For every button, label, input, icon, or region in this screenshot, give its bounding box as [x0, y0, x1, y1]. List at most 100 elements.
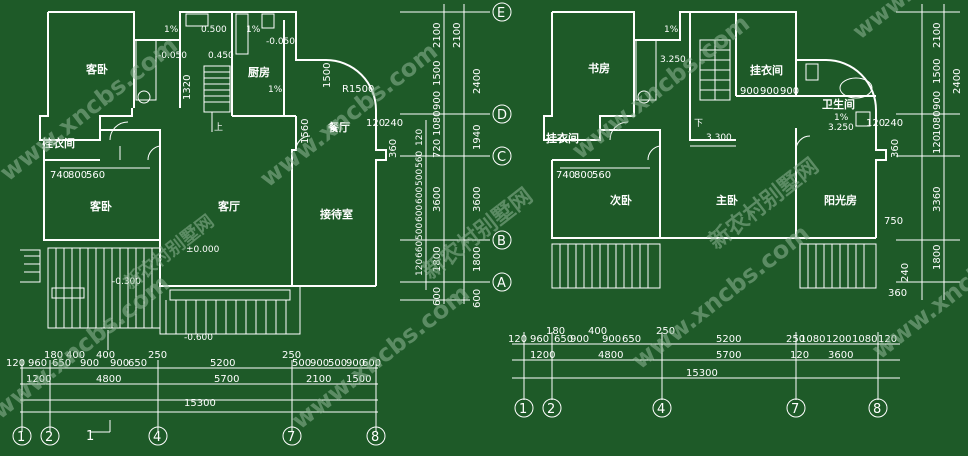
plan-left-thin-lines	[20, 13, 378, 433]
rdim-row1-14: 120	[878, 334, 897, 345]
vdim-3600: 3600	[472, 187, 483, 212]
rdim-row1-0: 120	[508, 334, 527, 345]
dim-row1-15: 900	[346, 358, 365, 369]
room-master-bed: 主卧	[716, 193, 738, 207]
plan-right-labels: 书房 挂衣间 卫生间 挂衣间 次卧 主卧 阳光房 3.250 3.300 3.2…	[508, 23, 963, 417]
rvdim-1500: 1500	[932, 59, 943, 84]
rdim-row1-13: 1080	[852, 334, 877, 345]
vdim-2400: 2400	[472, 69, 483, 94]
rdim-120: 120	[790, 350, 809, 361]
plan-left-axis-bubbles	[12, 426, 386, 446]
axis-left-7: 7	[287, 430, 295, 445]
room-bath: 卫生间	[822, 97, 855, 111]
dim-row1-0: 120	[6, 358, 25, 369]
rdim-row1-10: 250	[786, 334, 805, 345]
dim-1320: 1320	[182, 75, 193, 100]
room-reception: 接待室	[320, 207, 353, 221]
axis-left-1: 1	[17, 430, 25, 445]
rvdim-1080: 1080	[932, 111, 943, 136]
rdim-row1-2: 180	[546, 326, 565, 337]
dim-row1-14: 500	[328, 358, 347, 369]
rdim-3600: 3600	[828, 350, 853, 361]
vdim-600: 600	[472, 289, 483, 308]
vdim3-600b: 600	[415, 205, 425, 222]
slope-s2: 1%	[246, 25, 261, 35]
dim-240: 240	[384, 118, 403, 129]
vdim2-1800: 1800	[432, 247, 443, 272]
vdim2-1080: 1080	[432, 111, 443, 136]
room-guest-bedroom-left: 客卧	[89, 199, 112, 213]
level-r3: 3.250	[828, 123, 854, 133]
axis-right-8: 8	[873, 402, 881, 417]
dim-1560: 1560	[300, 119, 311, 144]
balcony-hatch-right-a	[559, 244, 649, 288]
dim-r-740: 740	[556, 170, 575, 181]
vdim3-660: 660	[415, 241, 425, 258]
dim-2100: 2100	[306, 374, 331, 385]
dim-row1-2: 180	[44, 350, 63, 361]
dim-t900a: 900	[740, 86, 759, 97]
vdim3-600a: 600	[415, 187, 425, 204]
vdim2-3600: 3600	[432, 187, 443, 212]
dim-row1-1: 960	[28, 358, 47, 369]
axis-B: B	[497, 234, 506, 249]
vdim3-500a: 500	[415, 169, 425, 186]
vdim3-120b: 120	[415, 259, 425, 276]
dim-r-560: 560	[592, 170, 611, 181]
dim-r-800: 800	[574, 170, 593, 181]
rvdim-2100: 2100	[932, 23, 943, 48]
rvdim-2400: 2400	[952, 69, 963, 94]
axis-right-1: 1	[519, 402, 527, 417]
room-guest-bedroom-top: 客卧	[85, 62, 108, 76]
plan-right-walls	[543, 11, 887, 239]
dim-1500b: 1500	[346, 374, 371, 385]
dim-r-750: 750	[884, 216, 903, 227]
level-l2: 0.500	[201, 25, 227, 35]
dim-row1-10: 5200	[210, 358, 235, 369]
dim-r-360: 360	[890, 139, 901, 158]
rdim-row1-7: 650	[622, 334, 641, 345]
dim-row1-9: 250	[148, 350, 167, 361]
dim-row1-16: 600	[362, 358, 381, 369]
rvdim-900: 900	[932, 91, 943, 110]
rdim-row1-1: 960	[530, 334, 549, 345]
slope-s3: 1%	[268, 85, 283, 95]
room-sunroom: 阳光房	[824, 193, 857, 207]
rdim-row1-11: 1080	[800, 334, 825, 345]
rdim-row1-4: 900	[570, 334, 589, 345]
axis-left-4: 4	[153, 430, 161, 445]
rvdim-120: 120	[932, 135, 943, 154]
rdim-5700: 5700	[716, 350, 741, 361]
axis-C: C	[497, 150, 506, 165]
vdim-1800: 1800	[472, 247, 483, 272]
dim-row1-5: 900	[80, 358, 99, 369]
axis-label-1: 1	[86, 429, 94, 444]
axis-right-4: 4	[657, 402, 665, 417]
vdim2-900: 900	[432, 91, 443, 110]
rdim-row1-5: 400	[588, 326, 607, 337]
rdim-1200: 1200	[530, 350, 555, 361]
dim-740: 740	[50, 170, 69, 181]
axis-left-8: 8	[371, 430, 379, 445]
plan-right	[512, 4, 960, 418]
level-l6: -0.300	[112, 277, 141, 287]
rvdim-240: 240	[900, 263, 911, 282]
stair-down: 下	[694, 119, 703, 129]
dim-15300: 15300	[184, 398, 216, 409]
dim-row1-11: 250	[282, 350, 301, 361]
room-living: 客厅	[217, 199, 240, 213]
room-closet-top: 挂衣间	[750, 63, 783, 77]
rdim-row1-3: 650	[554, 334, 573, 345]
plan-left	[12, 11, 387, 446]
dim-row1-8: 650	[128, 358, 147, 369]
rdim-4800: 4800	[598, 350, 623, 361]
vdim2-720: 720	[432, 139, 443, 158]
level-l3: 0.450	[208, 51, 234, 61]
level-l4: -0.050	[266, 37, 295, 47]
vdim2-600: 600	[432, 287, 443, 306]
level-l5: ±0.000	[186, 245, 220, 255]
dim-row1-6: 400	[96, 350, 115, 361]
slope-r2: 1%	[834, 113, 849, 123]
room-study: 书房	[588, 61, 610, 75]
dim-r1500: R1500	[342, 84, 374, 95]
